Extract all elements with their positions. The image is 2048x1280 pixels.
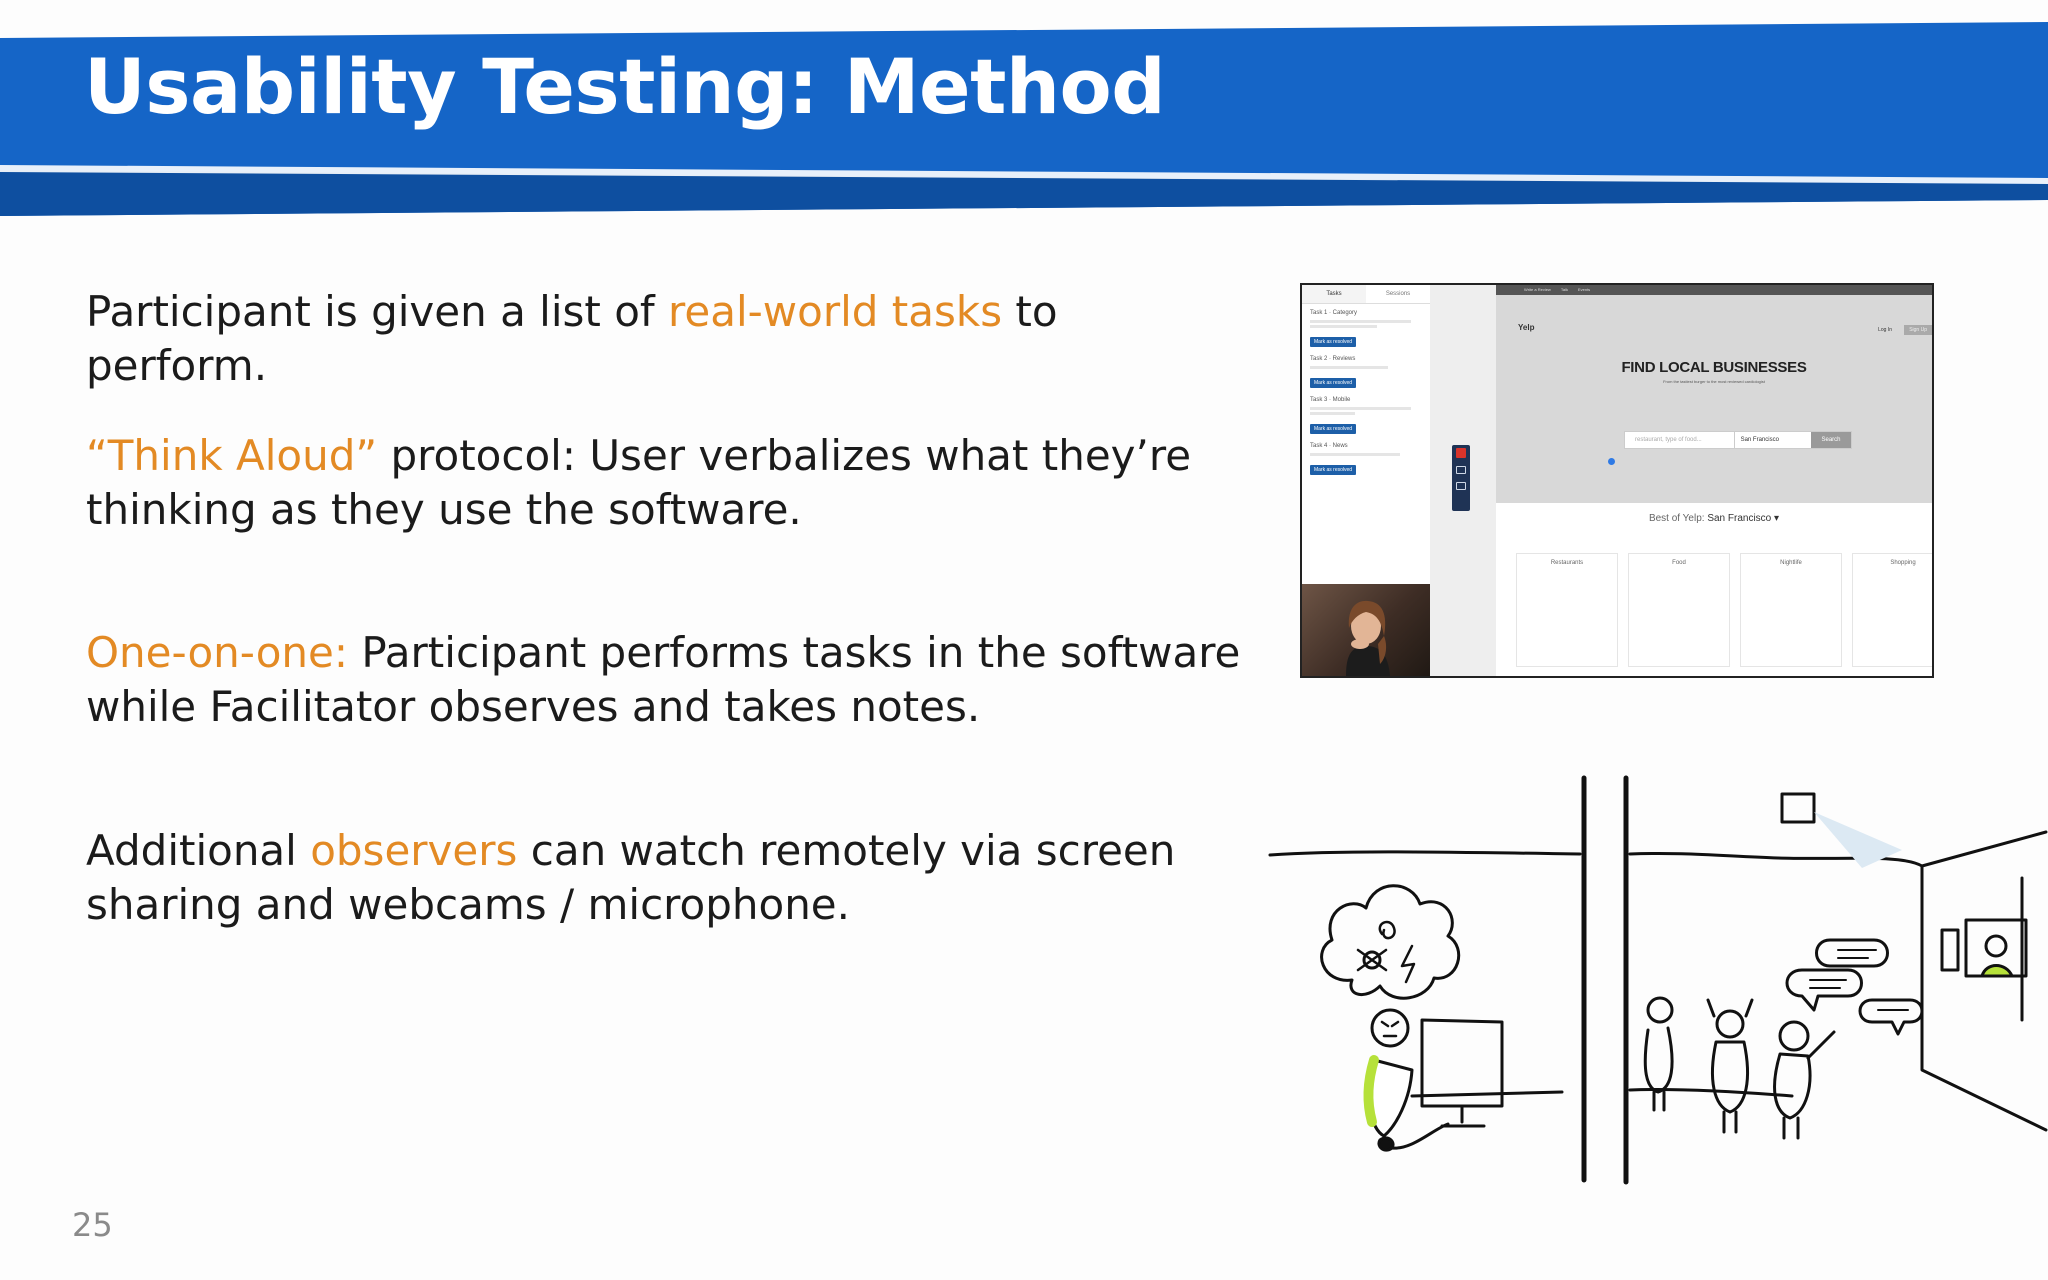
bullet-think-aloud-post: protocol: User verbalizes what they’re t… [86, 431, 1192, 534]
note-icon [1456, 466, 1466, 474]
bullet-tasks-highlight: real-world tasks [668, 287, 1003, 336]
swirl-icon [1378, 920, 1396, 940]
observer-head [1715, 1009, 1745, 1039]
task-item: Task 2 · Reviews Mark as resolved [1302, 350, 1430, 391]
task-item: Task 3 · Mobile Mark as resolved [1302, 391, 1430, 437]
site-topbar: Write a Review Talk Events [1496, 285, 1932, 295]
mark-resolved-button: Mark as resolved [1310, 378, 1357, 388]
bullet-tasks: Participant is given a list of real-worl… [86, 285, 1246, 393]
monitor-icon [1420, 1018, 1504, 1108]
search-what-field: restaurant, type of food... [1625, 432, 1735, 448]
mark-resolved-button: Mark as resolved [1310, 465, 1357, 475]
task-panel: Tasks Sessions Task 1 · Category Mark as… [1302, 285, 1431, 676]
wall-line-left [1268, 850, 1582, 857]
site-logo: Yelp [1518, 323, 1535, 332]
camera-beam [1814, 812, 1902, 868]
bullet-think-aloud: “Think Aloud” protocol: User verbalizes … [86, 429, 1246, 537]
blinds-icon [1940, 928, 1960, 972]
tab-sessions: Sessions [1385, 291, 1411, 297]
observer-head [1778, 1020, 1810, 1052]
hero-title: FIND LOCAL BUSINESSES [1621, 359, 1807, 376]
signup-button: Sign Up [1904, 325, 1932, 335]
ceiling-line [1920, 830, 2048, 868]
hero-subtitle: From the tastiest burger to the most rev… [1663, 379, 1765, 384]
wall-line-right [1628, 851, 1924, 868]
search-button: Search [1811, 432, 1851, 448]
speech-bubble-icon [1785, 968, 1863, 1012]
lightning-icon [1400, 944, 1416, 984]
task-label: Task 1 · Category [1310, 310, 1358, 316]
bullet-one-on-one-post: Participant performs tasks in the softwa… [86, 628, 1241, 731]
category-card: Nightlife [1740, 553, 1842, 667]
bullet-one-on-one-highlight: One-on-one: [86, 628, 349, 677]
mouse-cursor-icon [1608, 458, 1615, 465]
site-hero: Yelp Log In Sign Up FIND LOCAL BUSINESSE… [1496, 295, 1932, 503]
recording-toolbar [1452, 445, 1470, 511]
skull-icon [1362, 950, 1382, 970]
best-of-city: San Francisco ▾ [1707, 513, 1780, 524]
task-label: Task 2 · Reviews [1310, 356, 1356, 362]
task-label: Task 4 · News [1310, 443, 1348, 449]
bullet-think-aloud-highlight: “Think Aloud” [86, 431, 378, 480]
task-item: Task 1 · Category Mark as resolved [1302, 304, 1430, 350]
search-location-field: San Francisco [1740, 437, 1779, 443]
record-icon [1456, 448, 1466, 458]
bullet-observers-post: can watch remotely via screen sharing an… [86, 826, 1176, 929]
bullet-tasks-post: to perform. [86, 287, 1058, 390]
observer-shirt [1980, 964, 2014, 978]
observer-body [1643, 1026, 1674, 1094]
observer-face-icon [1984, 934, 2008, 958]
bullet-tasks-pre: Participant is given a list of [86, 287, 669, 336]
corner-line [1920, 864, 2048, 1132]
observer-pointing-arm [1806, 1030, 1836, 1060]
desk-line [1410, 1090, 1564, 1098]
topbar-link: Talk [1560, 287, 1568, 292]
topbar-link: Write a Review [1524, 287, 1551, 292]
mark-resolved-button: Mark as resolved [1310, 424, 1357, 434]
topbar-link: Events [1577, 287, 1591, 292]
category-card: Food [1628, 553, 1730, 667]
category-cards: Restaurants Food Nightlife Shopping [1516, 553, 1932, 667]
observer-head [1646, 996, 1674, 1024]
bullet-observers: Additional observers can watch remotely … [86, 824, 1246, 932]
website-under-test: Write a Review Talk Events Yelp Log In S… [1496, 285, 1932, 676]
best-of-heading: Best of Yelp: San Francisco ▾ [1496, 513, 1932, 524]
banner-shape [0, 22, 2048, 216]
thought-cloud [1320, 884, 1461, 1000]
site-search-bar: restaurant, type of food... San Francisc… [1624, 431, 1852, 449]
usability-session-screenshot: Tasks Sessions Task 1 · Category Mark as… [1300, 283, 1934, 678]
speech-bubble-icon [1858, 998, 1924, 1036]
webcam-feed [1302, 584, 1431, 676]
bullet-one-on-one: One-on-one: Participant performs tasks i… [86, 626, 1246, 734]
page-number: 25 [72, 1206, 113, 1244]
slide-title: Usability Testing: Method [84, 42, 1166, 131]
tab-tasks: Tasks [1302, 285, 1366, 303]
login-link: Log In [1878, 327, 1892, 333]
bullet-observers-pre: Additional [86, 826, 311, 875]
usability-lab-sketch [1268, 775, 2048, 1185]
participant-webcam-icon [1346, 600, 1390, 676]
task-label: Task 3 · Mobile [1310, 397, 1351, 403]
bullet-observers-highlight: observers [310, 826, 518, 875]
mark-resolved-button: Mark as resolved [1310, 337, 1357, 347]
title-banner: Usability Testing: Method [0, 0, 2048, 220]
participant-head [1370, 1008, 1410, 1048]
task-panel-tabs: Tasks Sessions [1302, 285, 1430, 304]
category-card: Shopping [1852, 553, 1932, 667]
task-item: Task 4 · News Mark as resolved [1302, 437, 1430, 478]
camera-icon [1780, 792, 1816, 824]
speech-bubble-icon [1815, 938, 1889, 968]
play-icon [1456, 482, 1466, 490]
category-card: Restaurants [1516, 553, 1618, 667]
best-of-prefix: Best of Yelp: [1648, 513, 1708, 524]
